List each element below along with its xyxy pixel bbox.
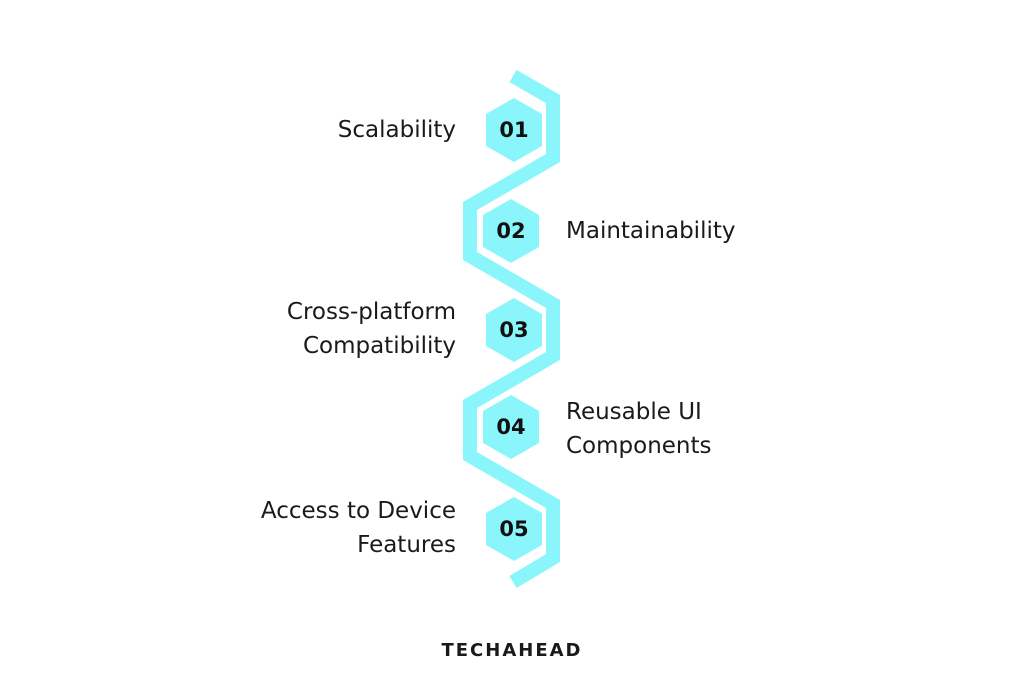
step-02-label: Maintainability (566, 218, 736, 244)
step-01-label: Scalability (337, 117, 456, 143)
techahead-logo: TECHAHEAD (441, 640, 583, 661)
